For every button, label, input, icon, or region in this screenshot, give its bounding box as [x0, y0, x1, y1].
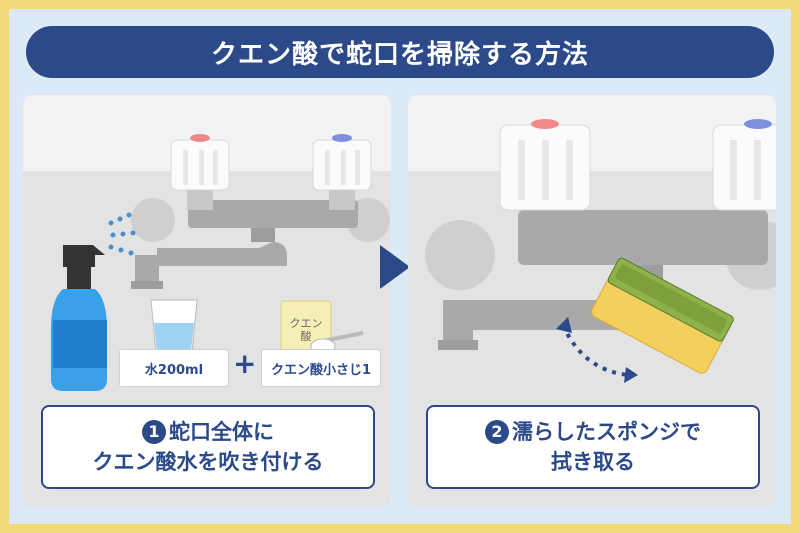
- step1-panel: クエン酸 水200ml + クエン酸小さじ1 1 蛇口全体に クエン酸水を吹き付…: [23, 95, 391, 507]
- citric-label: クエン酸小さじ1: [261, 349, 381, 387]
- spray-mist-icon: [108, 212, 136, 256]
- faucet-illustration-step1: [51, 134, 390, 391]
- step1-line1: 蛇口全体に: [169, 420, 274, 444]
- hot-handle-icon: [170, 134, 230, 210]
- step1-caption: 1 蛇口全体に クエン酸水を吹き付ける: [41, 405, 375, 489]
- page-title: クエン酸で蛇口を掃除する方法: [26, 26, 774, 78]
- step2-panel: 2 濡らしたスポンジで 拭き取る: [408, 95, 776, 507]
- sponge-icon: [591, 257, 734, 374]
- hot-handle-icon: [499, 119, 591, 211]
- step-number-badge: 2: [485, 420, 509, 444]
- cold-handle-icon: [712, 119, 776, 211]
- package-text: クエン酸: [289, 317, 323, 343]
- spray-bottle-icon: [51, 245, 107, 391]
- next-arrow-icon: [380, 245, 410, 289]
- cold-handle-icon: [312, 134, 372, 210]
- wipe-motion-arrow: [561, 324, 629, 377]
- step1-line2: クエン酸水を吹き付ける: [92, 450, 324, 474]
- plus-sign: +: [233, 347, 257, 380]
- water-label: 水200ml: [119, 349, 229, 387]
- water-glass-icon: [150, 299, 198, 353]
- step-number-badge: 1: [142, 420, 166, 444]
- step2-line1: 濡らしたスポンジで: [512, 420, 701, 444]
- step2-line2: 拭き取る: [551, 450, 635, 474]
- faucet-illustration-step2: [425, 119, 776, 383]
- step2-caption: 2 濡らしたスポンジで 拭き取る: [426, 405, 760, 489]
